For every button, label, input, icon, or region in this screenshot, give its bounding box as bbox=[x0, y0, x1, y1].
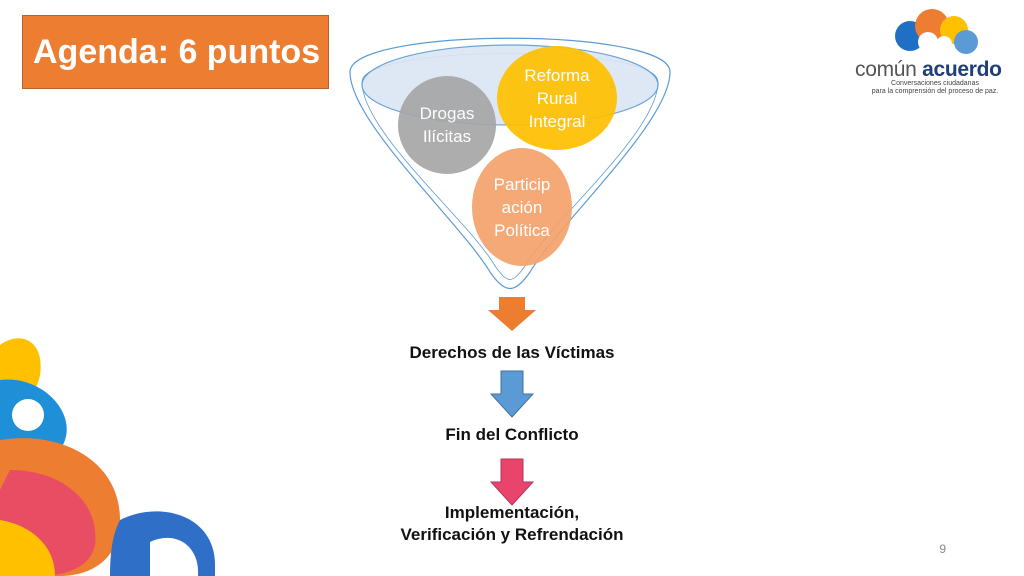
orange-down-arrow-icon bbox=[488, 297, 536, 331]
logo-blossom-icon bbox=[895, 9, 978, 54]
decorative-swirl-graphic bbox=[0, 338, 215, 576]
slide-title-text: Agenda: 6 puntos bbox=[33, 32, 321, 71]
comun-acuerdo-logo: común acuerdo Conversaciones ciudadanas … bbox=[852, 8, 1018, 100]
step-fin-conflicto: Fin del Conflicto bbox=[445, 425, 579, 444]
circle-reforma-rural-integral: Reforma Rural Integral bbox=[497, 46, 617, 150]
step-derechos-victimas: Derechos de las Víctimas bbox=[409, 343, 615, 362]
logo-tagline: Conversaciones ciudadanas para la compre… bbox=[871, 80, 999, 95]
circle-drogas-ilicitas: Drogas Ilícitas bbox=[398, 76, 496, 174]
funnel-outline bbox=[349, 37, 671, 290]
pink-down-arrow-icon bbox=[490, 458, 534, 506]
step-implementacion: Implementación, Verificación y Refrendac… bbox=[400, 503, 624, 544]
slide-title: Agenda: 6 puntos bbox=[22, 15, 329, 89]
page-number: 9 bbox=[939, 542, 946, 556]
circle-participacion-politica: Particip ación Política bbox=[472, 148, 572, 266]
logo-name: común acuerdo bbox=[855, 58, 1002, 81]
blue-down-arrow-icon bbox=[490, 370, 534, 418]
